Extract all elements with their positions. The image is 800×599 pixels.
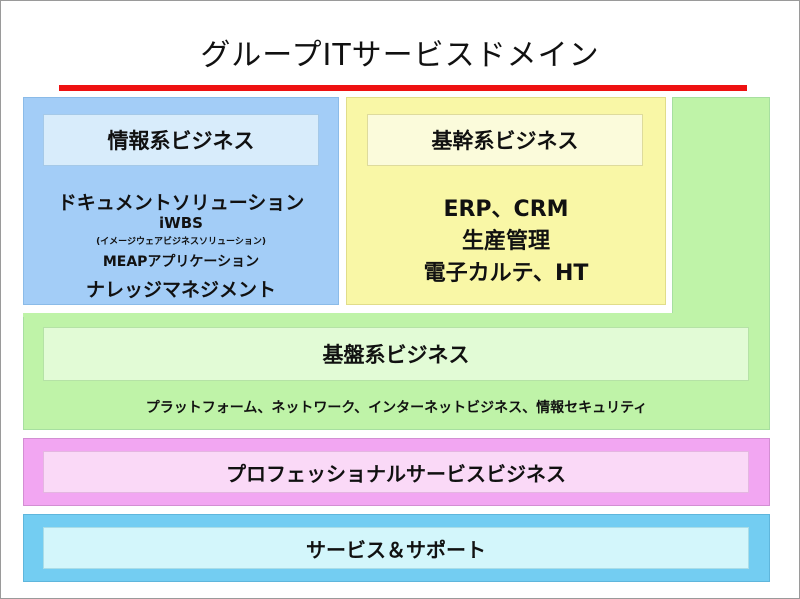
base-panel-top (672, 97, 770, 317)
base-business-description: プラットフォーム、ネットワーク、インターネットビジネス、情報セキュリティ (145, 400, 648, 416)
title-underline (59, 85, 747, 91)
core-item-production: 生産管理 (461, 229, 550, 254)
info-item-knowledge: ナレッジマネジメント (85, 279, 276, 301)
info-item-iwbs-note: (イメージウェアビジネスソリューション) (96, 237, 266, 247)
info-item-meap: MEAPアプリケーション (102, 254, 260, 270)
service-support-label: サービス＆サポート (43, 527, 749, 569)
info-item-iwbs: iWBS (159, 214, 203, 232)
core-business-label: 基幹系ビジネス (367, 114, 643, 166)
info-business-label: 情報系ビジネス (43, 114, 319, 166)
core-item-erp-crm: ERP、CRM (443, 197, 569, 222)
info-item-document-solution: ドキュメントソリューション (57, 192, 305, 214)
page-title: グループITサービスドメイン (200, 38, 600, 73)
base-business-label: 基盤系ビジネス (43, 327, 749, 381)
base-panel-strip (23, 313, 673, 317)
professional-services-label: プロフェッショナルサービスビジネス (43, 451, 749, 493)
core-item-ehr: 電子カルテ、HT (423, 261, 589, 286)
